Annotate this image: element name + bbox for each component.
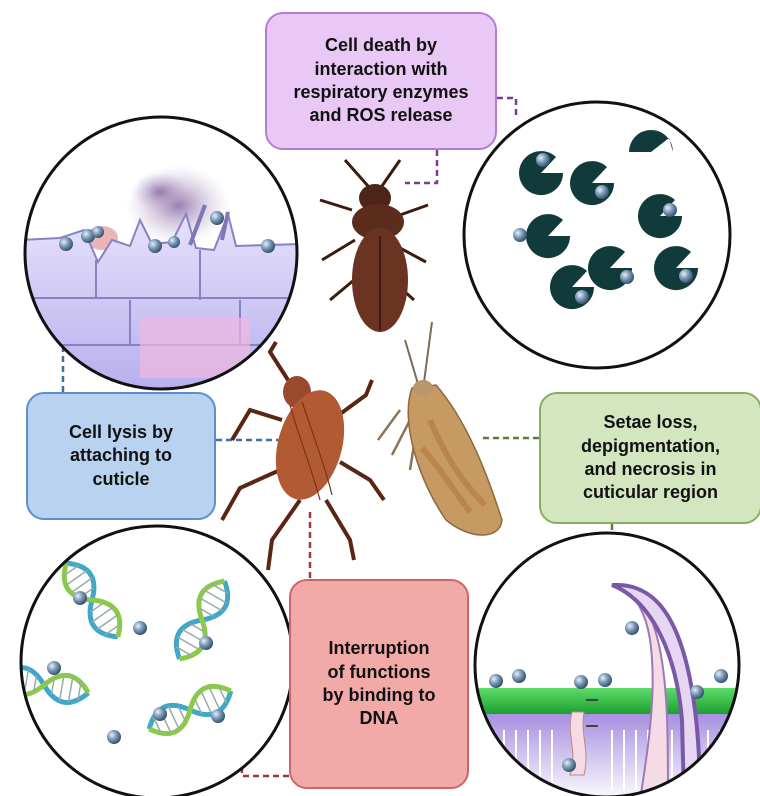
dna-binding-illustration [0,526,293,796]
moth-illustration [378,322,502,535]
mechanism-label-dna: Interruption of functions by binding to … [323,637,436,731]
respiratory-enzymes-illustration [464,102,730,368]
flour-beetle-illustration [320,160,428,332]
mechanism-label-cuticle: Cell lysis by attaching to cuticle [69,421,173,491]
mechanism-box-dna: Interruption of functions by binding to … [289,579,469,789]
mechanism-box-setae: Setae loss, depigmentation, and necrosis… [539,392,760,524]
mechanism-label-setae: Setae loss, depigmentation, and necrosis… [581,411,720,505]
weevil-illustration [222,342,384,570]
mechanism-label-respiratory: Cell death by interaction with respirato… [293,34,468,128]
mechanism-box-respiratory: Cell death by interaction with respirato… [265,12,497,150]
mechanism-box-cuticle: Cell lysis by attaching to cuticle [26,392,216,520]
setae-necrosis-illustration [470,533,750,796]
